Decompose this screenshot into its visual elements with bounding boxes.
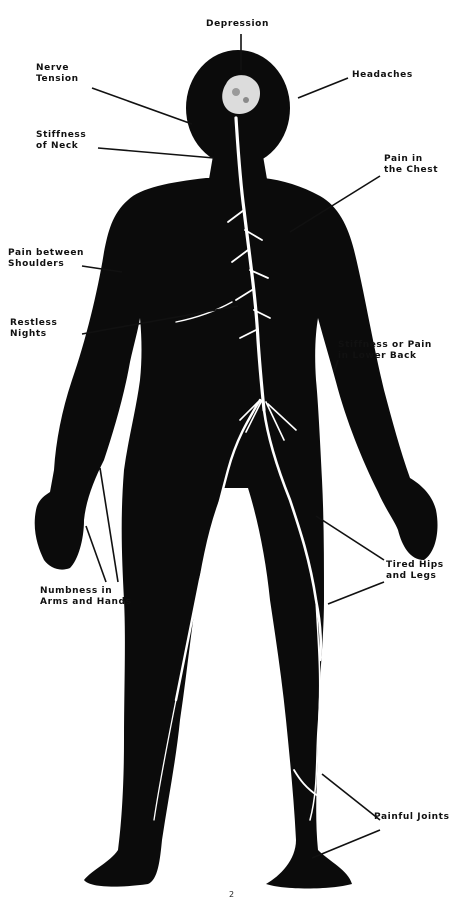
label-lower-back: Stiffness or Pain in Lower Back xyxy=(338,340,432,362)
label-line: Stiffness or Pain xyxy=(338,340,432,351)
label-line: in Lower Back xyxy=(338,351,432,362)
label-line: Depression xyxy=(206,19,269,30)
label-line: of Neck xyxy=(36,141,86,152)
label-line: Tension xyxy=(36,74,79,85)
label-line: Restless xyxy=(10,318,57,329)
label-pain-in-chest: Pain in the Chest xyxy=(384,154,438,176)
label-numbness-arms-hands: Numbness in Arms and Hands xyxy=(40,586,132,608)
label-headaches: Headaches xyxy=(352,70,413,81)
label-pain-between-shoulders: Pain between Shoulders xyxy=(8,248,84,270)
label-line: and Legs xyxy=(386,571,444,582)
label-line: Headaches xyxy=(352,70,413,81)
label-line: Pain between xyxy=(8,248,84,259)
label-line: Shoulders xyxy=(8,259,84,270)
human-silhouette xyxy=(35,50,438,889)
label-line: Stiffness xyxy=(36,130,86,141)
label-line: the Chest xyxy=(384,165,438,176)
label-depression: Depression xyxy=(206,19,269,30)
label-line: Nerve xyxy=(36,63,79,74)
page-mark: 2 xyxy=(229,890,234,899)
label-line: Painful Joints xyxy=(374,812,450,823)
label-tired-hips-legs: Tired Hips and Legs xyxy=(386,560,444,582)
label-painful-joints: Painful Joints xyxy=(374,812,450,823)
label-line: Tired Hips xyxy=(386,560,444,571)
label-line: Nights xyxy=(10,329,57,340)
label-line: Arms and Hands xyxy=(40,597,132,608)
label-restless-nights: Restless Nights xyxy=(10,318,57,340)
label-nerve-tension: Nerve Tension xyxy=(36,63,79,85)
label-line: Pain in xyxy=(384,154,438,165)
label-line: Numbness in xyxy=(40,586,132,597)
label-stiffness-of-neck: Stiffness of Neck xyxy=(36,130,86,152)
